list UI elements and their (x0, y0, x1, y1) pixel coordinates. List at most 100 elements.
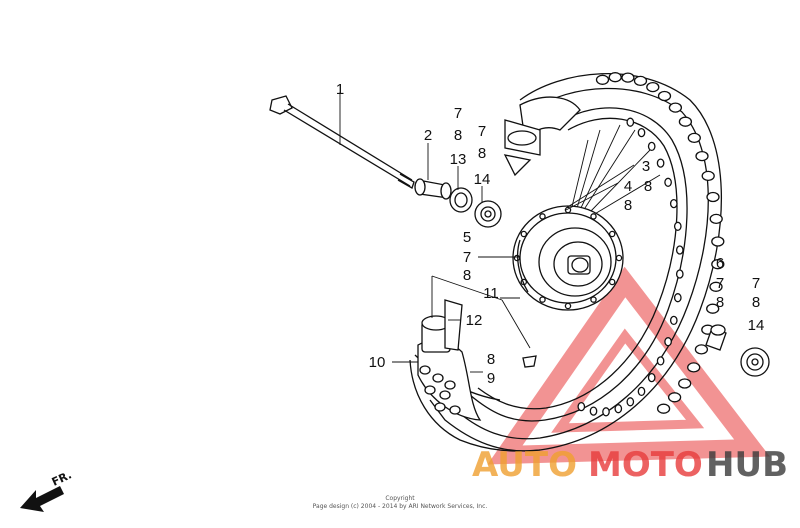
callout-8: 8 (487, 351, 495, 368)
tread-block (701, 170, 715, 182)
callout-10: 10 (369, 354, 386, 371)
callout-1: 1 (336, 81, 344, 98)
tread-block (434, 402, 446, 412)
spoke-nipple (637, 386, 646, 397)
copyright-line-1: Copyright (385, 495, 415, 502)
spoke-nipple (675, 269, 684, 279)
spoke-nipple (664, 177, 672, 187)
tread-block (646, 81, 660, 93)
tread-block (711, 236, 725, 247)
tread-block (621, 72, 635, 83)
tread-block (687, 362, 701, 373)
tread-block (678, 378, 692, 389)
oil-seal (449, 187, 473, 213)
hub-spoke-hole (564, 302, 572, 310)
tread-block (419, 365, 431, 375)
hub-spoke-hole (539, 296, 546, 303)
spoke-nipple (673, 221, 682, 231)
tread-block (656, 403, 671, 414)
callout-8: 8 (716, 294, 724, 311)
callout-8: 8 (463, 267, 471, 284)
callout-3: 3 (642, 158, 650, 175)
tread-block (424, 385, 436, 395)
bearing-upper (474, 200, 502, 228)
tread-block (608, 72, 622, 83)
tread-block (444, 380, 456, 390)
tread-block (595, 74, 610, 85)
axle-collar (414, 178, 452, 200)
spoke-nipple (602, 407, 610, 417)
direction-label: FR. (50, 468, 74, 488)
copyright-line-2: Page design (c) 2004 - 2014 by ARI Netwo… (313, 503, 488, 510)
watermark-moto: MOTO (588, 445, 703, 485)
spoke-nipple (675, 245, 684, 255)
hub-spoke-hole (615, 254, 623, 262)
callout-7: 7 (478, 123, 486, 140)
callout-labels: 1 2 7 8 13 7 8 14 3 8 4 8 5 7 8 11 12 10… (336, 81, 765, 387)
spoke-nipple (626, 117, 635, 127)
callout-11: 11 (483, 285, 499, 302)
spoke-nipple (637, 127, 646, 138)
tread-block (667, 392, 682, 403)
callout-9: 9 (487, 370, 495, 387)
tread-block (706, 191, 720, 203)
front-direction-indicator: FR. (20, 468, 74, 512)
callout-2: 2 (424, 127, 432, 144)
spoke-nipple (577, 401, 586, 412)
callout-14: 14 (474, 171, 491, 188)
spoke-nipple (626, 397, 635, 407)
spoke-nipple (669, 315, 678, 326)
tread-block (694, 344, 709, 355)
callout-4: 4 (624, 178, 632, 195)
watermark-auto: AUTO (472, 445, 577, 485)
rim (469, 107, 688, 422)
tread-block (695, 150, 709, 162)
hub-spoke-hole (590, 213, 597, 220)
tread-block (709, 281, 723, 292)
watermark-hub: HUB (706, 445, 788, 485)
tube-top-section (503, 96, 581, 177)
spoke-nipple (589, 406, 598, 416)
callout-8: 8 (644, 178, 652, 195)
spoke-nipple (656, 158, 665, 168)
tread-block (439, 390, 451, 400)
spoke-nipple (614, 404, 623, 414)
axle (269, 95, 415, 189)
callout-7: 7 (463, 249, 471, 266)
callout-7: 7 (716, 275, 724, 292)
tread-block (709, 213, 723, 225)
callout-8: 8 (752, 294, 760, 311)
tread-block (657, 90, 672, 102)
spoke-nipple (669, 198, 678, 209)
spoke-nipple (656, 356, 665, 366)
hub-spoke-hole (608, 230, 616, 238)
tread-block (668, 102, 683, 113)
callout-12: 12 (466, 312, 483, 329)
bearing-lower (740, 347, 770, 377)
callout-13: 13 (450, 151, 467, 168)
callout-8: 8 (478, 145, 486, 162)
spoke-nipple (647, 372, 656, 383)
spoke-nipple (647, 141, 656, 152)
spokes (569, 124, 661, 216)
callout-5: 5 (463, 229, 471, 246)
hub (512, 205, 624, 311)
callout-6: 6 (716, 255, 724, 272)
arrow-icon (20, 486, 64, 512)
hub-spoke-hole (608, 278, 616, 286)
callout-7: 7 (454, 105, 462, 122)
hub-spoke-hole (590, 296, 597, 303)
hub-spoke-hole (520, 230, 528, 238)
copyright-notice: Copyright Page design (c) 2004 - 2014 by… (313, 495, 488, 510)
distance-collar (705, 324, 727, 351)
callout-8: 8 (454, 127, 462, 144)
spoke-nipple (664, 337, 672, 347)
callout-14: 14 (748, 317, 765, 334)
leader-lines (339, 92, 635, 373)
callout-7: 7 (752, 275, 760, 292)
watermark-text: AUTO MOTO HUB (472, 445, 788, 485)
tube-bottom-section (417, 299, 482, 421)
callout-8: 8 (624, 197, 632, 214)
hub-spoke-hole (539, 213, 546, 220)
